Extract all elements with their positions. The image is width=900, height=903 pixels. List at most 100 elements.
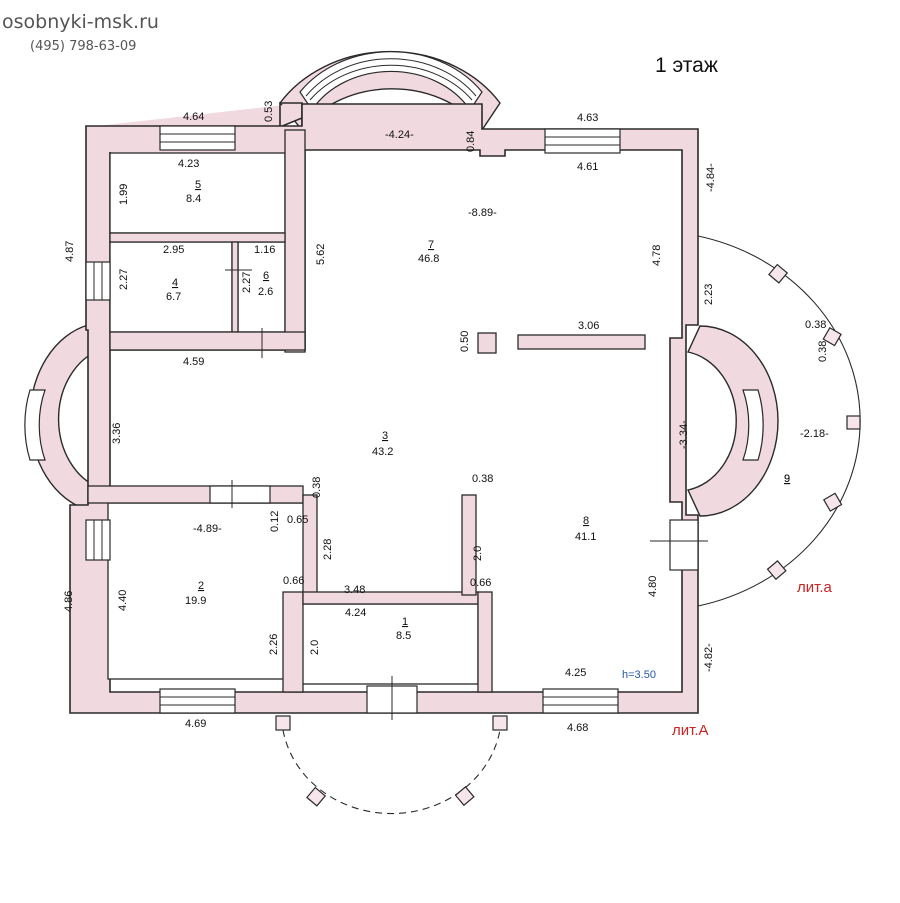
annex-arc [697,235,861,607]
dim: -4.82- [703,643,715,672]
room-5 [109,152,286,234]
room-1 [299,603,479,685]
dim: 0.50 [459,331,471,352]
dim: -3.34- [678,420,690,449]
room-9-label: 9 [784,473,790,485]
dimensions: 4.64 0.53 -4.24- 0.84 4.63 4.23 4.61 -4.… [63,101,829,734]
porch-post [306,786,327,807]
dim: -8.89- [468,207,497,219]
interior-walls [87,129,493,693]
dim: 0.38 [817,341,829,362]
bay-windows [24,51,764,461]
dim: 3.48 [344,584,365,596]
dim: 1.16 [254,244,275,256]
dim: 4.63 [577,112,598,124]
window-top-right [544,128,621,154]
dim: 2.28 [322,539,334,560]
dim: 2.23 [703,284,715,305]
dim: 4.40 [117,590,129,611]
window-bottom-right [542,688,619,714]
room-2 [107,502,314,680]
room-6-number: 6 [263,270,269,282]
porch-post [492,715,508,731]
dim: 4.69 [185,718,206,730]
room-6-area: 2.6 [258,286,273,298]
wall-windows [85,125,708,720]
dim: 4.59 [183,356,204,368]
porch [275,715,508,815]
dim: 0.66 [283,575,304,587]
room-8-number: 8 [583,515,589,527]
dim: 2.95 [163,244,184,256]
annex-post [822,492,843,512]
dim: 0.38 [805,319,826,331]
dim: -2.18- [800,428,829,440]
dim: 2.27 [241,272,253,293]
room-8-area: 41.1 [575,531,596,543]
dim: 4.23 [178,158,199,170]
dim: 4.86 [63,591,75,612]
room-7-area: 46.8 [418,253,439,265]
dim: 4.24 [345,607,366,619]
room-7-number: 7 [428,239,434,251]
dim: -4.84- [705,163,717,192]
room-3-number: 3 [382,430,388,442]
dim: 2.0 [309,640,321,655]
window-left-room2 [85,519,111,561]
window-top-left [159,125,236,151]
dim: 3.06 [578,320,599,332]
dim: 0.84 [465,131,477,152]
annex-post [822,326,842,347]
room-labels: 5 8.4 4 6.7 6 2.6 7 46.8 3 43.2 8 41.1 2… [166,179,790,642]
dim: 3.36 [111,423,123,444]
dim: 4.80 [647,576,659,597]
ceiling-height: h=3.50 [622,669,656,681]
dim: 5.62 [315,244,327,265]
left-bay-window [24,389,46,461]
dim: 0.65 [287,514,308,526]
annex-post [846,415,861,430]
annex-post [768,263,789,284]
dim: 4.64 [183,111,204,123]
room-2-area: 19.9 [185,595,206,607]
lit-annex-label: лит.а [797,579,833,596]
dim: -4.24- [385,129,414,141]
right-bay-window [742,389,764,461]
dim: 0.38 [311,477,323,498]
dim: 4.68 [567,722,588,734]
dim: 1.99 [118,184,130,205]
room-5-number: 5 [195,179,201,191]
dim: -4.89- [193,523,222,535]
site-name: osobnyki-msk.ru [2,11,159,33]
room-2-number: 2 [198,580,204,592]
room-1-number: 1 [402,616,408,628]
porch-post [454,786,475,807]
dim: 4.25 [565,667,586,679]
right-bay [686,325,779,517]
annex-door [669,519,699,571]
dim: 0.38 [472,473,493,485]
room-3-area: 43.2 [372,446,393,458]
room-5-area: 8.4 [186,193,201,205]
dim: 0.12 [269,511,281,532]
room-9-number: 9 [784,473,790,485]
lit-main-label: лит.А [672,722,709,739]
room2-door [209,485,271,504]
window-left-room4 [85,261,111,301]
dim: 4.61 [577,161,598,173]
dim: 4.78 [651,245,663,266]
dim: 2.0 [472,546,484,561]
dim: 4.87 [64,241,76,262]
dim: 2.27 [118,269,130,290]
partition [517,334,646,350]
dim: 0.66 [470,577,491,589]
phone-number: (495) 798-63-09 [30,39,136,54]
room-1-area: 8.5 [396,630,411,642]
floor-title: 1 этаж [655,54,718,77]
window-bottom-left [159,688,236,714]
room-4-area: 6.7 [166,291,181,303]
annex-9 [697,235,861,607]
dim: 0.53 [263,101,275,122]
porch-arc [282,729,501,815]
